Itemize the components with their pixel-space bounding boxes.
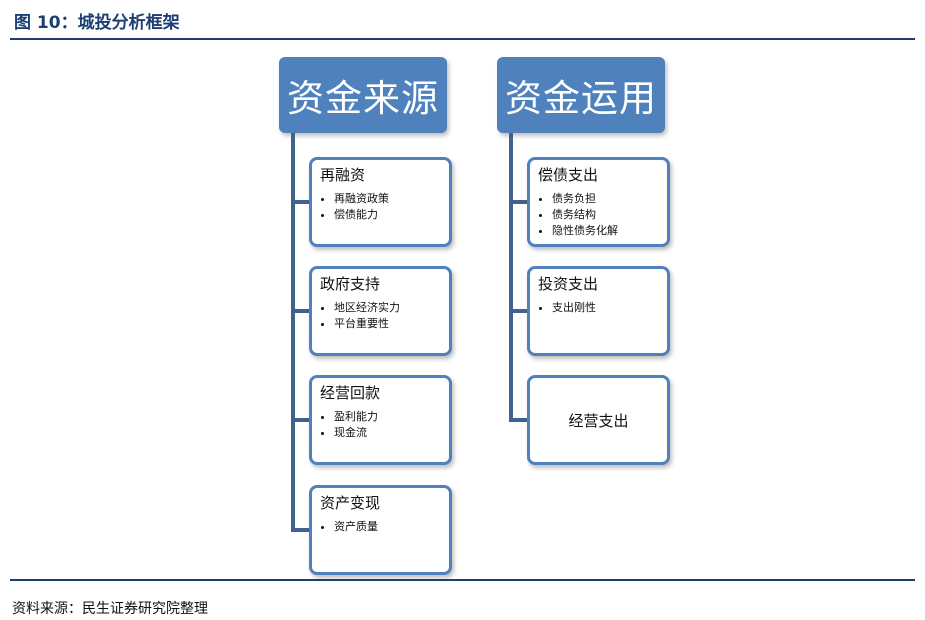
child-title: 政府支持 [320,275,381,293]
right-connector-vertical [509,133,513,422]
bottom-rule [10,579,915,581]
right-connector-1 [509,200,528,204]
child-operating-spending: 经营支出 [527,375,670,465]
left-connector-1 [291,200,310,204]
child-operating-collections: 经营回款 盈利能力 现金流 [309,375,452,465]
bullet-item: 再融资政策 [334,191,441,207]
source-note: 资料来源：民生证券研究院整理 [12,601,208,617]
bullet-item: 盈利能力 [334,409,441,425]
left-connector-4 [291,528,310,532]
bullet-item: 债务结构 [552,207,659,223]
child-title: 经营回款 [320,384,381,402]
bullet-item: 债务负担 [552,191,659,207]
bullet-item: 地区经济实力 [334,300,441,316]
child-investment-spending: 投资支出 支出刚性 [527,266,670,356]
bullet-item: 资产质量 [334,519,441,535]
child-refinancing: 再融资 再融资政策 偿债能力 [309,157,452,247]
child-asset-liquidation: 资产变现 资产质量 [309,485,452,575]
right-connector-3 [509,418,528,422]
figure-title: 图 10：城投分析框架 [14,13,180,33]
child-debt-service: 偿债支出 债务负担 债务结构 隐性债务化解 [527,157,670,247]
child-title: 资产变现 [320,494,381,512]
top-rule [10,38,915,40]
left-connector-3 [291,418,310,422]
bullet-item: 支出刚性 [552,300,659,316]
bullet-item: 隐性债务化解 [552,223,659,239]
left-connector-vertical [291,133,295,532]
header-funding-sources: 资金来源 [279,57,447,133]
child-title: 再融资 [320,166,366,184]
bullet-item: 偿债能力 [334,207,441,223]
left-connector-2 [291,309,310,313]
child-title: 经营支出 [568,411,629,430]
child-government-support: 政府支持 地区经济实力 平台重要性 [309,266,452,356]
child-title: 投资支出 [538,275,599,293]
bullet-item: 平台重要性 [334,316,441,332]
bullet-item: 现金流 [334,425,441,441]
header-funding-uses: 资金运用 [497,57,665,133]
child-title: 偿债支出 [538,166,599,184]
right-connector-2 [509,309,528,313]
